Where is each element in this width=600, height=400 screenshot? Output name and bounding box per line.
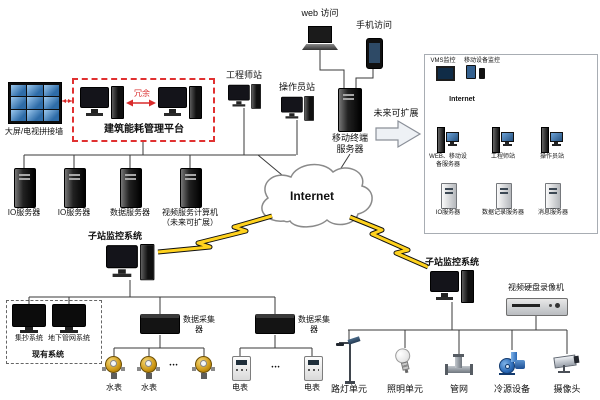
existing-system-label: 现有系统 bbox=[32, 350, 64, 359]
mobile-terminal-server-icon bbox=[338, 88, 362, 132]
dvr-label: 视频硬盘录像机 bbox=[508, 283, 564, 292]
mini-phone-icon bbox=[479, 68, 485, 79]
pipe-fitting-icon bbox=[445, 354, 473, 376]
video-server-label: 视频服务计算机 （未来可扩展） bbox=[156, 208, 224, 228]
lightning-left bbox=[157, 213, 273, 255]
io-server-2-label: IO服务器 bbox=[57, 208, 91, 217]
operator-station-label: 操作员站 bbox=[278, 82, 315, 92]
pipe-network-system-label: 地下管网系统 bbox=[48, 335, 90, 342]
meter-reading-system-icon bbox=[12, 304, 46, 334]
vms-monitor-label: VMS监控 bbox=[430, 58, 456, 64]
platform-pc-2 bbox=[158, 86, 202, 119]
mobile-device-monitor-label: 移动设备监控 bbox=[463, 58, 500, 64]
operator-station-icon bbox=[281, 96, 325, 129]
video-wall-icon bbox=[8, 82, 62, 124]
water-meter-2-label: 水表 bbox=[141, 383, 157, 392]
video-server-label-line1: 视频服务计算机 bbox=[162, 208, 218, 217]
mobile-access-label: 手机访问 bbox=[355, 20, 392, 30]
platform-pc-1 bbox=[80, 86, 124, 119]
data-server-label: 数据服务器 bbox=[110, 208, 150, 217]
data-collector-1-icon bbox=[140, 314, 180, 334]
panel-engineer-icon bbox=[492, 127, 514, 153]
io-server-1-icon bbox=[14, 168, 36, 208]
tablet-icon bbox=[466, 65, 476, 79]
panel-web-server-icon bbox=[437, 127, 459, 153]
substation-left-title: 子站监控系统 bbox=[87, 231, 142, 241]
panel-io-server-icon bbox=[441, 183, 457, 209]
data-collector-2-icon bbox=[255, 314, 295, 334]
panel-operator-icon bbox=[541, 127, 563, 153]
platform-title: 建筑能耗管理平台 bbox=[104, 124, 184, 135]
io-server-2-icon bbox=[64, 168, 86, 208]
water-meter-ellipsis: ••• bbox=[169, 363, 179, 369]
vms-monitor-icon bbox=[436, 66, 455, 81]
panel-internet-label: Internet bbox=[444, 95, 480, 104]
io-server-1-label: IO服务器 bbox=[7, 208, 41, 217]
water-meter-1-label: 水表 bbox=[106, 383, 122, 392]
video-server-icon bbox=[180, 168, 202, 208]
mobile-terminal-server-label: 移动终端服务器 bbox=[331, 133, 368, 154]
dvr-icon bbox=[506, 298, 568, 316]
pipe-network-label: 管网 bbox=[449, 384, 468, 394]
redundancy-arrow bbox=[126, 99, 156, 107]
substation-left-pc-icon bbox=[106, 244, 155, 281]
panel-engineer-label: 工程师站 bbox=[487, 153, 519, 161]
substation-right-title: 子站监控系统 bbox=[424, 257, 479, 267]
street-light-icon bbox=[336, 336, 362, 384]
platform-box bbox=[72, 78, 215, 142]
camera-label: 摄像头 bbox=[553, 384, 581, 394]
panel-io-server-label: IO服务器 bbox=[435, 210, 461, 216]
data-collector-1-label: 数据采集器 bbox=[183, 315, 215, 334]
cooling-device-label: 冷源设备 bbox=[493, 384, 530, 394]
electric-meter-1-label: 电表 bbox=[232, 383, 248, 392]
water-meter-1-icon bbox=[102, 356, 125, 382]
cooling-device-icon bbox=[497, 350, 527, 376]
panel-record-server-icon bbox=[496, 183, 512, 209]
future-expand-label: 未来可扩展 bbox=[373, 108, 419, 118]
web-access-label: web 访问 bbox=[301, 8, 339, 18]
panel-operator-label: 操作员站 bbox=[536, 153, 568, 161]
lightning-right bbox=[349, 214, 430, 270]
lighting-unit-label: 照明单元 bbox=[386, 384, 423, 394]
electric-meter-2-label: 电表 bbox=[304, 383, 320, 392]
internet-cloud bbox=[261, 163, 373, 228]
laptop-icon bbox=[302, 26, 338, 50]
panel-message-server-label: 消息服务器 bbox=[537, 210, 568, 216]
panel-message-server-icon bbox=[545, 183, 561, 209]
electric-meter-2-icon bbox=[304, 356, 323, 381]
redundancy-label: 冗余 bbox=[134, 89, 150, 98]
internet-label: Internet bbox=[289, 189, 334, 203]
electric-meter-1-icon bbox=[232, 356, 251, 381]
data-collector-2-label: 数据采集器 bbox=[298, 315, 330, 334]
panel-web-server-label: WEB、移动设备服务器 bbox=[429, 153, 467, 169]
wall-link-arrow bbox=[62, 99, 72, 103]
camera-icon bbox=[552, 352, 582, 374]
meter-reading-system-label: 集抄系统 bbox=[15, 335, 43, 342]
video-wall-label: 大屏/电视拼接墙 bbox=[4, 127, 64, 136]
future-expand-arrow bbox=[375, 119, 422, 149]
engineer-station-label: 工程师站 bbox=[225, 70, 262, 80]
water-meter-2-icon bbox=[137, 356, 160, 382]
street-light-label: 路灯单元 bbox=[330, 384, 367, 394]
engineer-station-icon bbox=[228, 84, 272, 117]
existing-system-box bbox=[6, 300, 102, 364]
panel-record-server-label: 数据记录服务器 bbox=[482, 210, 525, 216]
electric-meter-ellipsis: ••• bbox=[271, 365, 281, 371]
data-server-icon bbox=[120, 168, 142, 208]
video-server-label-line2: （未来可扩展） bbox=[162, 218, 218, 227]
pipe-network-system-icon bbox=[52, 304, 86, 334]
water-meter-3-icon bbox=[192, 356, 215, 382]
phone-icon bbox=[366, 38, 383, 69]
substation-right-pc-icon bbox=[430, 270, 474, 303]
